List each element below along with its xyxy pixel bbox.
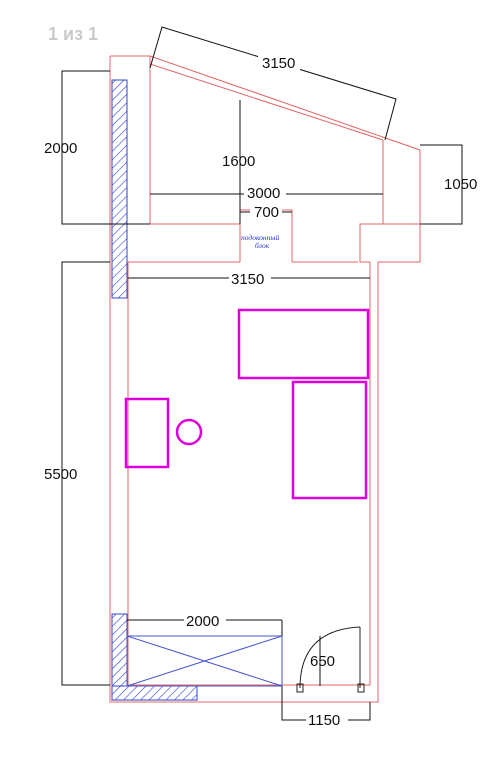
dim-sill-width: 700 [254, 204, 279, 221]
dim-room-length: 5500 [44, 466, 77, 483]
door [296, 626, 365, 693]
furniture-round [175, 418, 203, 446]
dim-niche-width: 3000 [247, 185, 280, 202]
hatched-walls [111, 79, 198, 701]
furniture-block-top [237, 308, 370, 380]
sill-block-label-1: подоконный [241, 233, 279, 242]
bed [126, 635, 283, 687]
page-counter: 1 из 1 [48, 24, 99, 44]
dim-bed-width: 2000 [186, 613, 219, 630]
room-outline [109, 55, 421, 703]
furniture-block-left [124, 397, 170, 469]
dim-right-height: 1050 [444, 176, 477, 193]
furniture-block-right [291, 380, 368, 500]
dim-left-height: 2000 [44, 140, 77, 157]
dim-room-width: 3150 [231, 271, 264, 288]
dim-door-width: 1150 [308, 712, 340, 729]
sill-block-label-2: блок [255, 241, 270, 250]
dim-top-wall: 3150 [262, 55, 295, 72]
dimension-labels: 3150 2000 1600 1050 3000 700 подоконный … [44, 55, 477, 729]
dim-niche-depth: 1600 [222, 153, 255, 170]
dim-door-offset: 650 [310, 653, 335, 670]
furniture [124, 308, 370, 500]
